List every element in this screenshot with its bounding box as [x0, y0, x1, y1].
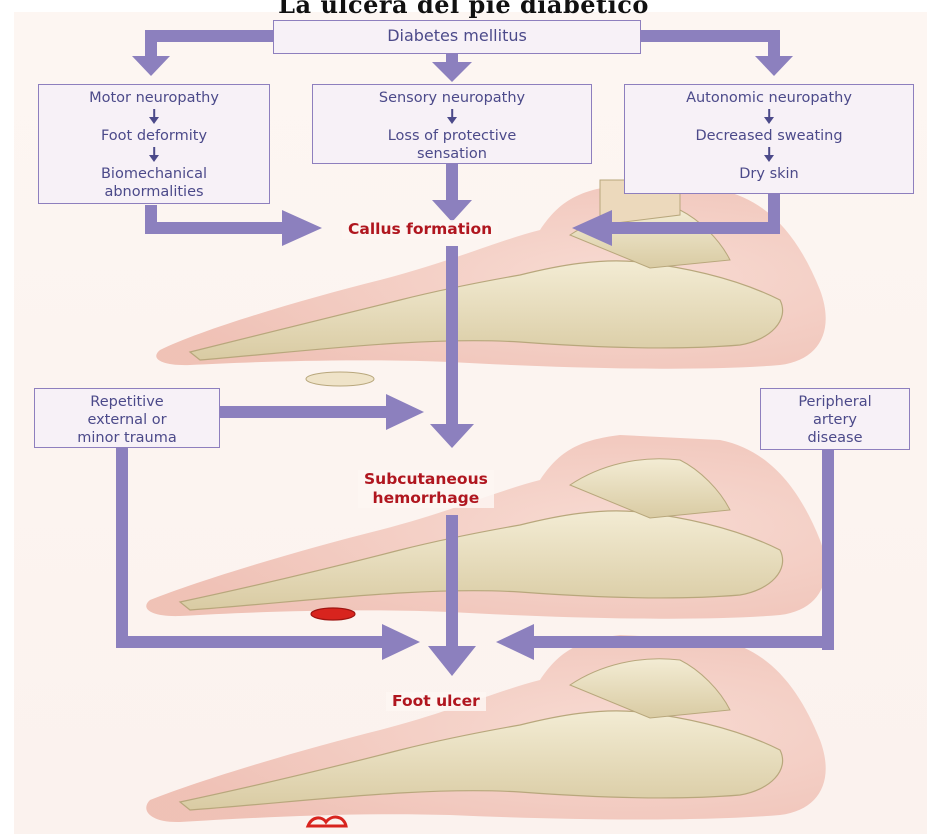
motor-neuropathy-box: Motor neuropathy Foot deformity Biomecha… — [38, 84, 270, 204]
hemorrhage-line2: hemorrhage — [364, 489, 488, 508]
arrow-pad-bottom-head — [496, 624, 534, 660]
arrow-right-down-shaft — [768, 30, 780, 58]
arrow-trauma-bottom-head — [382, 624, 420, 660]
arrow-callus-head — [430, 424, 474, 448]
arrow-hemorrhage-head — [428, 646, 476, 676]
arrow-callus-shaft — [446, 246, 458, 426]
arrow-trauma-right — [220, 406, 390, 418]
foot-illustration-ulcer — [146, 635, 825, 826]
trauma-line3: minor trauma — [35, 429, 219, 447]
pad-line1: Peripheral — [761, 393, 909, 411]
down-arrow-icon — [39, 107, 269, 127]
foot-ulcer-label: Foot ulcer — [386, 692, 486, 711]
foot-illustration-callus — [156, 180, 825, 386]
callus-formation-label: Callus formation — [342, 220, 498, 239]
callus-formation-text: Callus formation — [348, 220, 492, 238]
arrow-pad-bottom — [530, 636, 834, 648]
arrow-hemorrhage-shaft — [446, 515, 458, 650]
hemorrhage-marker — [311, 608, 355, 620]
arrow-motor-right — [145, 222, 285, 234]
dry-skin-label: Dry skin — [625, 165, 913, 183]
autonomic-neuropathy-title: Autonomic neuropathy — [625, 89, 913, 107]
foot-illustration-hemorrhage — [146, 435, 825, 620]
down-arrow-icon — [625, 145, 913, 165]
arrow-trauma-bottom — [116, 636, 386, 648]
ulcer-marker — [308, 817, 346, 826]
arrow-trauma-head — [386, 394, 424, 430]
decreased-sweating-label: Decreased sweating — [625, 127, 913, 145]
diabetes-mellitus-label: Diabetes mellitus — [274, 27, 640, 45]
down-arrow-icon — [313, 107, 591, 127]
loss-protective-label: Loss of protective — [313, 127, 591, 145]
sensory-neuropathy-box: Sensory neuropathy Loss of protective se… — [312, 84, 592, 164]
hemorrhage-line1: Subcutaneous — [364, 470, 488, 489]
biomechanical-label: Biomechanical — [39, 165, 269, 183]
foot-deformity-label: Foot deformity — [39, 127, 269, 145]
diabetes-mellitus-box: Diabetes mellitus — [273, 20, 641, 54]
arrow-right-down-head — [755, 56, 793, 76]
trauma-box: Repetitive external or minor trauma — [34, 388, 220, 448]
autonomic-neuropathy-box: Autonomic neuropathy Decreased sweating … — [624, 84, 914, 194]
trauma-line2: external or — [35, 411, 219, 429]
abnormalities-label: abnormalities — [39, 183, 269, 201]
arrow-left-down-head — [132, 56, 170, 76]
sensory-neuropathy-title: Sensory neuropathy — [313, 89, 591, 107]
arrow-root-left-bar — [145, 30, 280, 42]
arrow-sensory-head — [432, 200, 472, 222]
arrow-root-right-bar — [640, 30, 780, 42]
arrow-pad-down — [822, 450, 834, 650]
peripheral-artery-disease-box: Peripheral artery disease — [760, 388, 910, 450]
subcutaneous-hemorrhage-label: Subcutaneous hemorrhage — [358, 470, 494, 508]
down-arrow-icon — [39, 145, 269, 165]
down-arrow-icon — [625, 107, 913, 127]
arrow-autonomic-left — [610, 222, 780, 234]
callus-marker — [306, 372, 374, 386]
foot-ulcer-text: Foot ulcer — [392, 692, 480, 710]
pad-line2: artery — [761, 411, 909, 429]
arrow-sensory-shaft — [446, 164, 458, 204]
arrow-motor-head — [282, 210, 322, 246]
motor-neuropathy-title: Motor neuropathy — [39, 89, 269, 107]
arrow-left-down-shaft — [145, 30, 157, 58]
arrow-trauma-down — [116, 447, 128, 647]
sensation-label: sensation — [313, 145, 591, 163]
trauma-line1: Repetitive — [35, 393, 219, 411]
pad-line3: disease — [761, 429, 909, 447]
arrow-center-down-head — [432, 62, 472, 82]
